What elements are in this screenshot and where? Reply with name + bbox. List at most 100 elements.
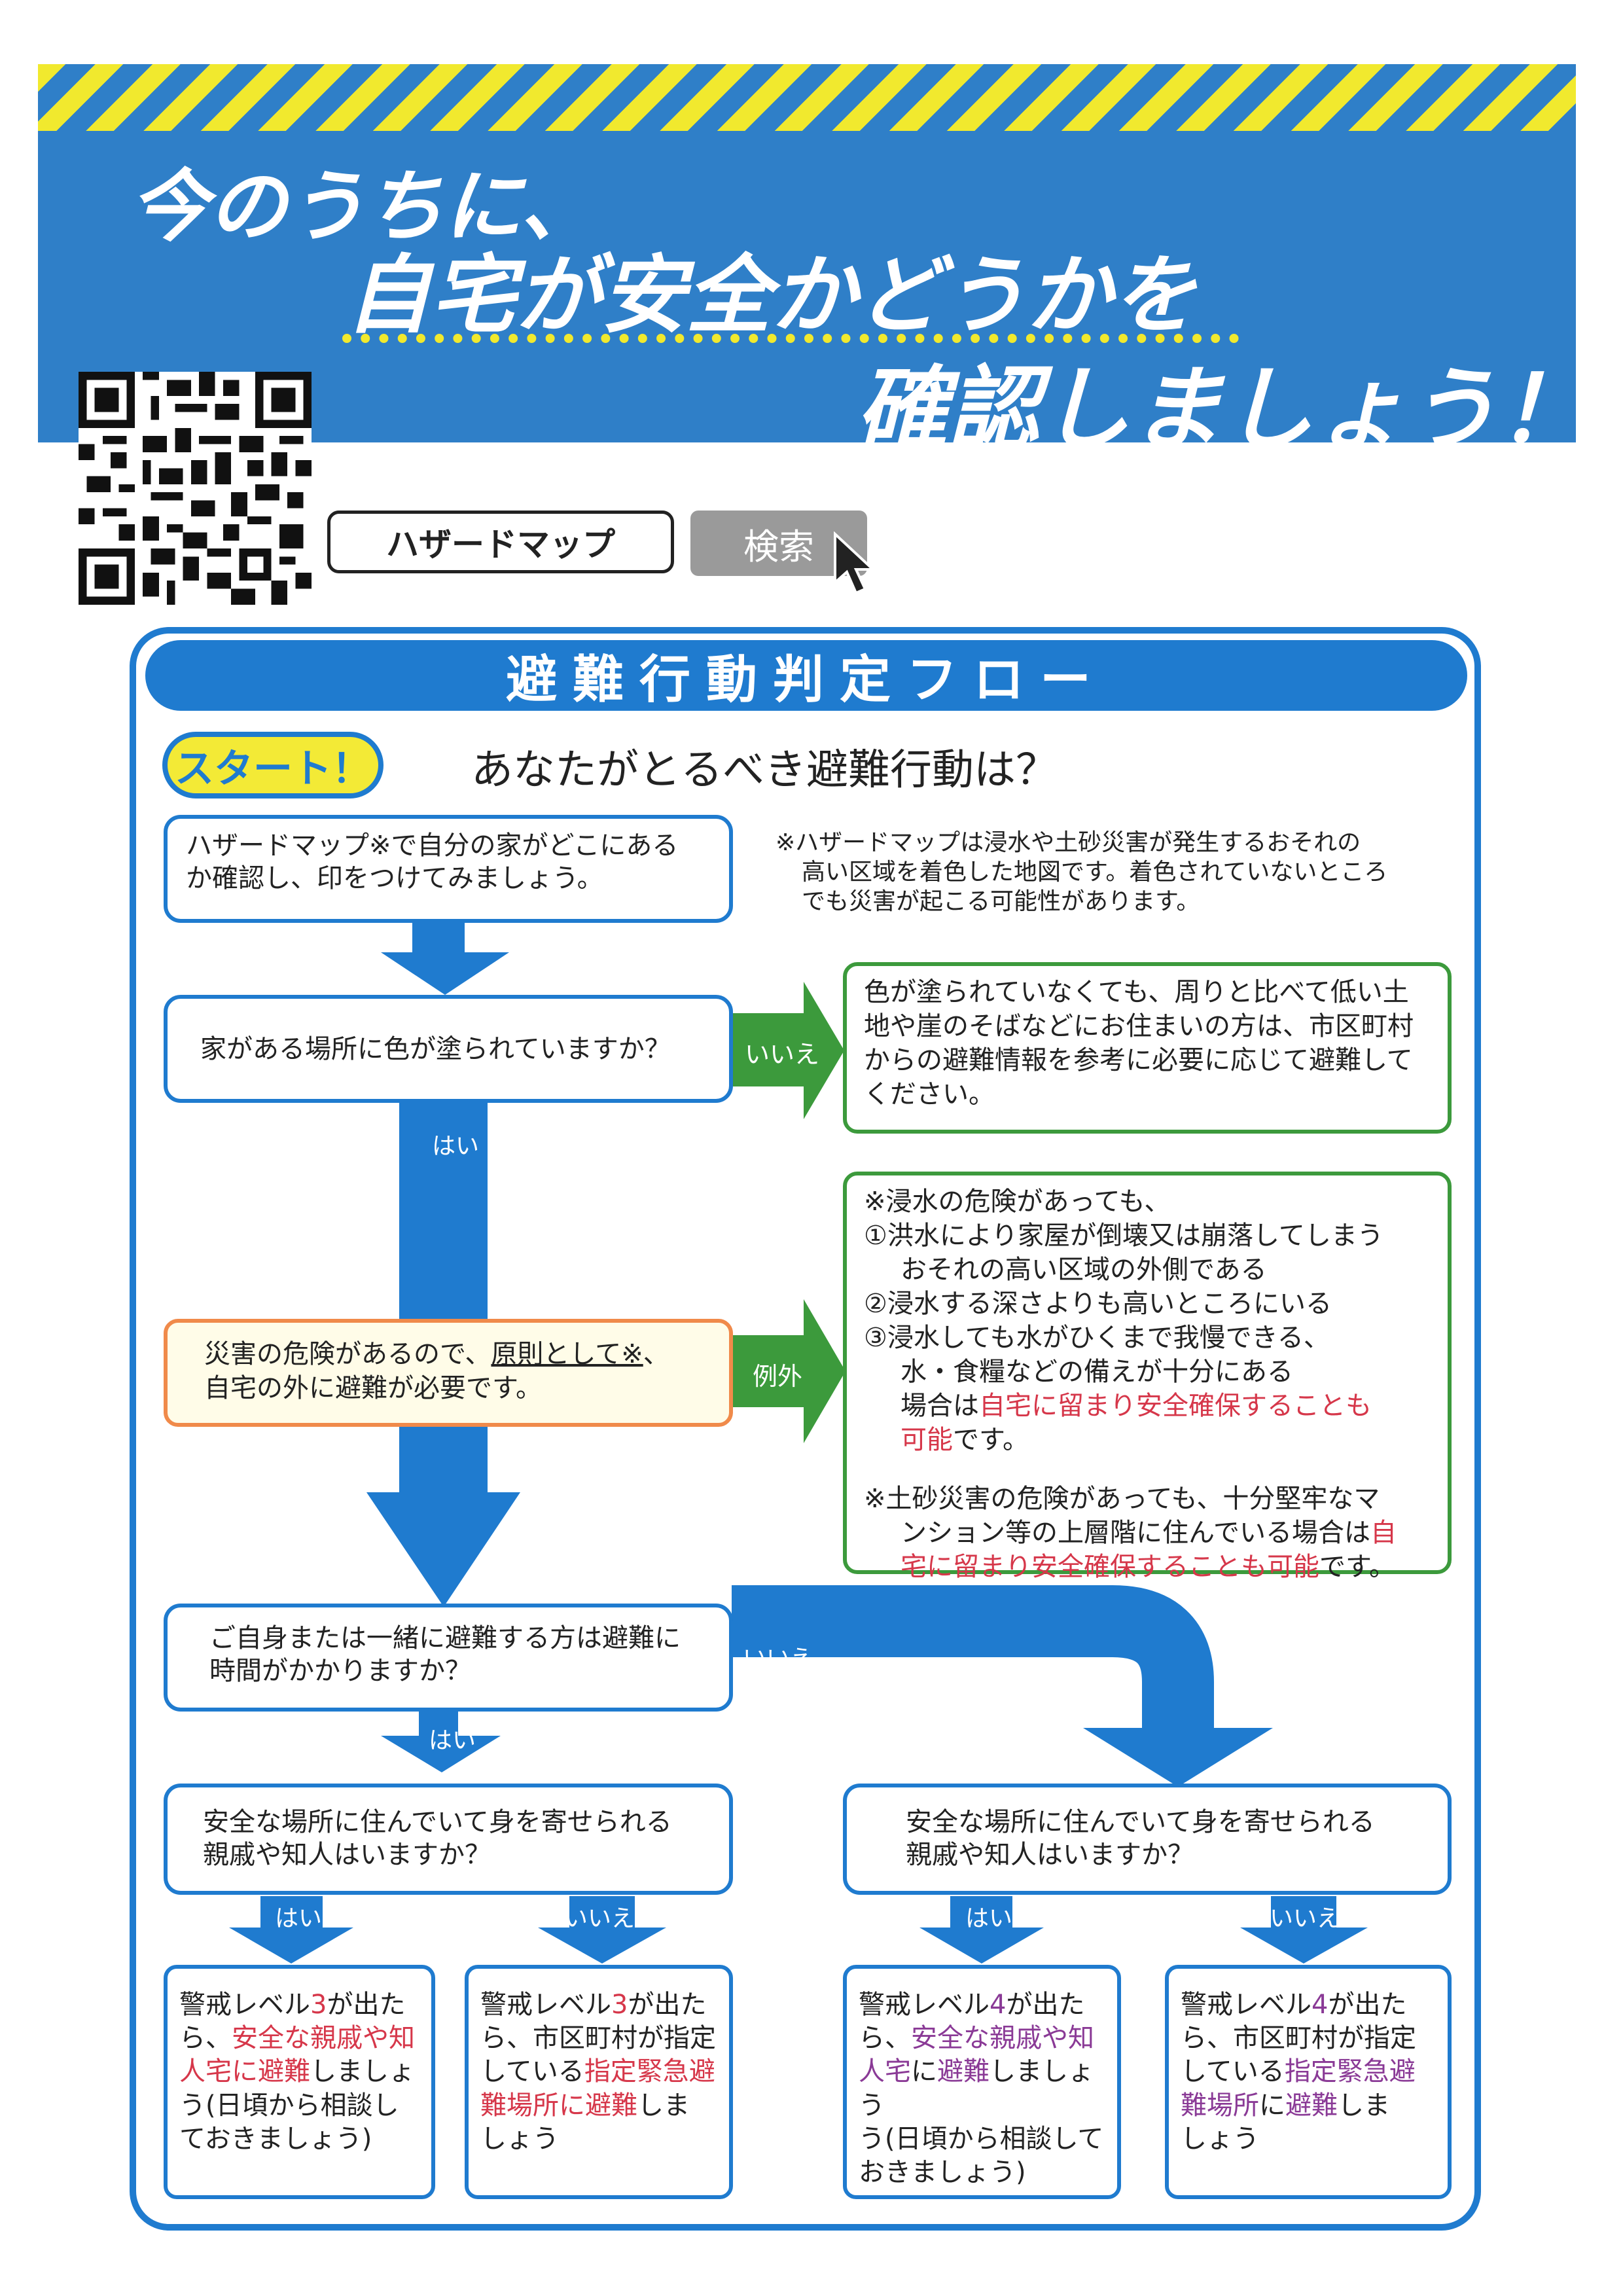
label-left-no: いいえ [564, 1905, 635, 1932]
step5-left-line1: 安全な場所に住んでいて身を寄せられる [203, 1807, 672, 1837]
label-no-1: いいえ [745, 1040, 820, 1069]
label-exception: 例外 [753, 1362, 803, 1391]
r3-b: 4 [990, 1990, 1007, 2020]
exc-l6: 水・食糧などの備えが十分にある [901, 1357, 1293, 1387]
exc-l10a: ンション等の上層階に住んでいる場合は [901, 1518, 1370, 1548]
r3-c: が出た [1006, 1990, 1085, 2020]
step-is-colored: 家がある場所に色が塗られていますか？ [164, 995, 733, 1103]
exc-l10: ンション等の上層階に住んでいる場合は自 [864, 1516, 1431, 1550]
exc-l9: ※土砂災害の危険があっても、十分堅牢なマ [864, 1484, 1380, 1514]
hazard-stripes [38, 64, 1576, 131]
arrow-no-2-path [732, 1585, 1214, 1734]
exc-l10b: 自 [1370, 1518, 1397, 1548]
step-relatives-right: 安全な場所に住んでいて身を寄せられる 親戚や知人はいますか？ [843, 1784, 1452, 1895]
step-evacuate-outside: 災害の危険があるので、原則として※、 自宅の外に避難が必要です。 [164, 1319, 733, 1427]
arrow-left-no [538, 1896, 666, 1964]
hazard-map-note: ※ハザードマップは浸水や土砂災害が発生するおそれの 高い区域を着色した地図です。… [776, 828, 1456, 916]
exc-l7b: 自宅に留まり安全確保することも [979, 1391, 1372, 1421]
r4-k: しょう [1181, 2123, 1259, 2154]
dotted-underline [342, 334, 1239, 343]
step1-line2: か確認し、印をつけてみましょう。 [186, 863, 603, 893]
result-level4-shelter: 警戒レベル4が出た ら、市区町村が指定 している指定緊急避 難場所に避難しま し… [1165, 1965, 1452, 2199]
exc-l8a: 可能 [901, 1425, 953, 1455]
step3-text-a: 災害の危険があるので、 [204, 1339, 491, 1369]
no-color-line1: 色が塗られていなくても、周りと比べて低い土 [864, 977, 1409, 1007]
r2-h: しま [637, 2090, 690, 2121]
step-needs-time: ご自身または一緒に避難する方は避難に 時間がかかりますか？ [164, 1604, 733, 1712]
r4-c: が出た [1328, 1990, 1407, 2020]
r2-e: している [480, 2056, 584, 2087]
arrow-no-1 [733, 982, 844, 1119]
exc-l5: ③浸水しても水がひくまで我慢できる、 [864, 1323, 1330, 1353]
r1-i: ておきましょう) [179, 2123, 372, 2154]
headline-line-2: 自宅が安全かどうかを [346, 245, 1197, 345]
r4-j: しま [1338, 2090, 1390, 2121]
r4-b: 4 [1311, 1990, 1329, 2020]
no-color-line3: からの避難情報を参考に必要に応じて避難して [864, 1045, 1413, 1075]
qr-code[interactable] [79, 372, 312, 605]
arrow-no-2-head [1083, 1728, 1273, 1787]
r4-h: に [1259, 2090, 1285, 2121]
r4-d: ら、市区町村が指定 [1181, 2023, 1416, 2054]
r3-e: 安全な親戚や知 [911, 2023, 1094, 2054]
r3-a: 警戒レベル [859, 1990, 990, 2020]
start-badge: スタート！ [162, 732, 383, 798]
r2-c: が出た [628, 1990, 707, 2020]
mouse-cursor-icon [830, 531, 882, 600]
r2-g: 難場所に避難 [480, 2090, 637, 2121]
step2-text: 家がある場所に色が塗られていますか？ [200, 1033, 671, 1064]
exc-l7a: 場合は [901, 1391, 979, 1421]
r2-a: 警戒レベル [480, 1990, 611, 2020]
arrow-left-yes [229, 1896, 353, 1964]
principle-link: 原則として※ [491, 1339, 643, 1369]
r1-a: 警戒レベル [179, 1990, 310, 2020]
no-color-line2: 地や崖のそばなどにお住まいの方は、市区町村 [864, 1011, 1414, 1041]
r3-d: ら、 [859, 2023, 911, 2054]
note-line1: ※ハザードマップは浸水や土砂災害が発生するおそれの [776, 829, 1361, 856]
step4-line1: ご自身または一緒に避難する方は避難に [209, 1623, 681, 1653]
step3-text-c: 、 [643, 1339, 669, 1369]
exc-l4: ②浸水する深さよりも高いところにいる [864, 1289, 1332, 1319]
exc-l11: 宅に留まり安全確保することも可能です。 [864, 1550, 1431, 1584]
r2-f: 指定緊急避 [584, 2056, 715, 2087]
arrow-right-yes [919, 1896, 1044, 1964]
step4-line2: 時間がかかりますか？ [209, 1656, 471, 1686]
label-yes-2: はい [429, 1727, 476, 1754]
exc-l2: ①洪水により家屋が倒壊又は崩落してしまう [864, 1221, 1383, 1251]
step5-right-line1: 安全な場所に住んでいて身を寄せられる [906, 1807, 1375, 1837]
step1-line1: ハザードマップ※で自分の家がどこにある [186, 831, 679, 861]
exc-l7: 場合は自宅に留まり安全確保することも [864, 1389, 1431, 1423]
step3-line1: 災害の危険があるので、原則として※、 [204, 1337, 692, 1371]
r4-i: 避難 [1285, 2090, 1338, 2121]
label-no-2: いいえ [743, 1645, 814, 1672]
r1-g: しましょ [310, 2056, 415, 2087]
arrow-exception [732, 1299, 846, 1443]
r3-h: 避難 [937, 2056, 990, 2087]
label-left-yes: はい [275, 1905, 323, 1932]
r3-k: おきましょう) [859, 2157, 1026, 2187]
exc-l8b: です。 [953, 1425, 1029, 1455]
arrow-down-1 [381, 922, 509, 995]
exc-l1: ※浸水の危険があっても、 [864, 1187, 1171, 1217]
arrow-right-no [1240, 1896, 1368, 1964]
arrow-yes-trunk [366, 1100, 520, 1607]
flow-title: 避難行動判定フロー [145, 640, 1467, 711]
r3-j: う(日頃から相談して [859, 2123, 1104, 2154]
exc-l11b: です。 [1319, 1552, 1395, 1582]
r4-e: している [1181, 2056, 1285, 2087]
r2-d: ら、市区町村が指定 [480, 2023, 716, 2054]
no-color-advice: 色が塗られていなくても、周りと比べて低い土 地や崖のそばなどにお住まいの方は、市… [843, 962, 1452, 1134]
exception-box: ※浸水の危険があっても、 ①洪水により家屋が倒壊又は崩落してしまう おそれの高い… [843, 1172, 1452, 1582]
step-check-hazard-map: ハザードマップ※で自分の家がどこにある か確認し、印をつけてみましょう。 [164, 815, 733, 923]
r4-a: 警戒レベル [1181, 1990, 1311, 2020]
r1-h: う(日頃から相談し [179, 2090, 399, 2121]
note-line3: でも災害が起こる可能性があります。 [802, 888, 1200, 915]
search-query-box[interactable]: ハザードマップ [327, 511, 674, 573]
result-level3-shelter: 警戒レベル3が出た ら、市区町村が指定 している指定緊急避 難場所に避難しま し… [465, 1965, 733, 2199]
r3-g: に [911, 2056, 937, 2087]
arrow-down-yes-2 [381, 1710, 501, 1772]
exc-l8: 可能です。 [864, 1423, 1431, 1457]
label-yes-1: はい [432, 1133, 480, 1160]
exc-l3: おそれの高い区域の外側である [901, 1255, 1267, 1285]
r1-c: が出た [327, 1990, 406, 2020]
